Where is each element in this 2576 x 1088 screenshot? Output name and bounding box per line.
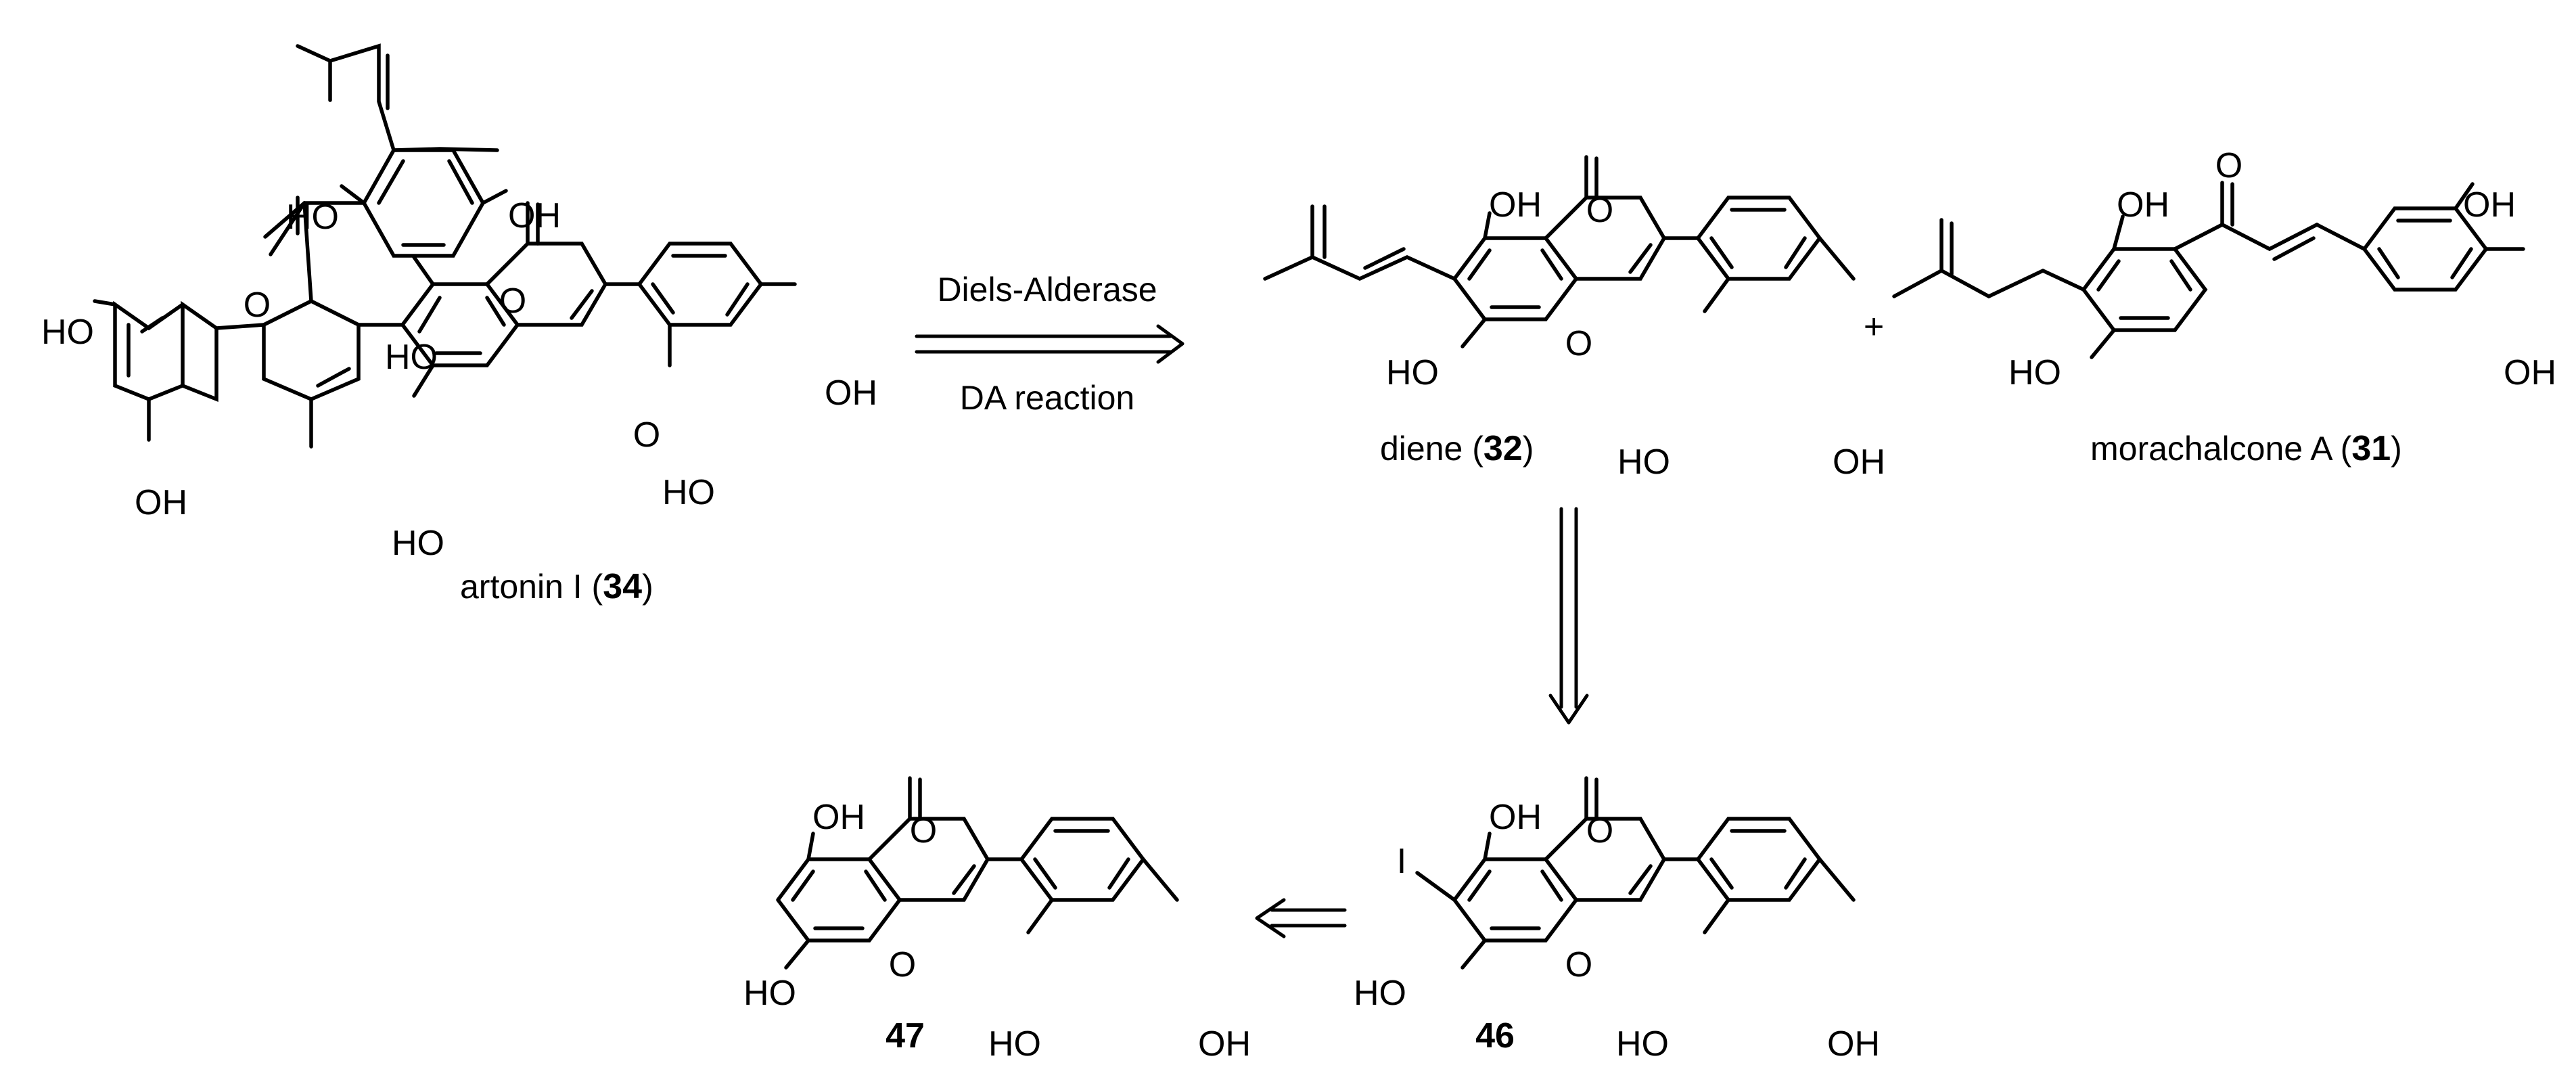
compound-caption-morachalcone: morachalcone A (31) bbox=[2090, 429, 2402, 468]
atom-label: O bbox=[1565, 324, 1592, 363]
atom-label: O bbox=[633, 415, 660, 455]
atom-label: HO bbox=[1386, 353, 1439, 392]
compound-number-47: 47 bbox=[886, 1016, 925, 1056]
atom-label: HO bbox=[2008, 353, 2061, 392]
atom-label: OH bbox=[1198, 1024, 1251, 1064]
atom-label: HO bbox=[1617, 443, 1670, 482]
compound-number-34: 34 bbox=[603, 567, 642, 606]
atom-label: OH bbox=[2504, 353, 2556, 392]
arrow-label-top: Diels-Alderase bbox=[937, 271, 1157, 309]
atom-label: HO bbox=[662, 473, 715, 512]
atom-label: O bbox=[1586, 191, 1613, 230]
atom-label: O bbox=[499, 281, 526, 321]
retro-arrow-left bbox=[1255, 898, 1347, 938]
atom-label: HO bbox=[41, 313, 94, 352]
atom-label: I bbox=[1397, 842, 1406, 881]
atom-label: HO bbox=[988, 1024, 1041, 1064]
atom-label: OH bbox=[508, 196, 561, 235]
compound-number-31: 31 bbox=[2351, 429, 2391, 468]
retro-arrow-down bbox=[1548, 507, 1589, 725]
structure-compound-46 bbox=[1415, 776, 1856, 970]
atom-label: OH bbox=[1489, 185, 1542, 225]
atom-label: HO bbox=[743, 974, 796, 1013]
compound-number-32: 32 bbox=[1484, 429, 1523, 468]
atom-label: O bbox=[244, 286, 271, 325]
arrow-label-bottom: DA reaction bbox=[960, 379, 1134, 417]
atom-label: O bbox=[889, 945, 916, 984]
atom-label: OH bbox=[1833, 443, 1885, 482]
atom-label: O bbox=[2215, 146, 2242, 185]
atom-label: O bbox=[1586, 811, 1613, 851]
structure-morachalcone-a bbox=[1892, 181, 2525, 359]
atom-label: OH bbox=[812, 798, 865, 837]
atom-label: O bbox=[1565, 945, 1592, 984]
atom-label: OH bbox=[1827, 1024, 1880, 1064]
atom-label: OH bbox=[825, 373, 877, 413]
atom-label: HO bbox=[385, 338, 438, 377]
structure-compound-47 bbox=[776, 776, 1179, 970]
atom-label: OH bbox=[2117, 185, 2169, 225]
compound-caption-artonin: artonin I (34) bbox=[460, 567, 653, 606]
atom-label: OH bbox=[2463, 185, 2516, 225]
compound-number-46: 46 bbox=[1475, 1016, 1515, 1056]
atom-label: HO bbox=[1616, 1024, 1669, 1064]
structure-artonin-i bbox=[93, 43, 797, 449]
atom-label: HO bbox=[286, 198, 339, 237]
atom-label: HO bbox=[392, 524, 444, 563]
compound-caption-diene: diene (32) bbox=[1380, 429, 1534, 468]
atom-label: OH bbox=[135, 483, 187, 522]
retro-arrow-diels-alder bbox=[915, 324, 1184, 364]
structure-diene bbox=[1263, 155, 1856, 348]
atom-label: O bbox=[910, 811, 937, 851]
atom-label: OH bbox=[1489, 798, 1542, 837]
atom-label: HO bbox=[1354, 974, 1406, 1013]
plus-sign: + bbox=[1864, 307, 1884, 346]
